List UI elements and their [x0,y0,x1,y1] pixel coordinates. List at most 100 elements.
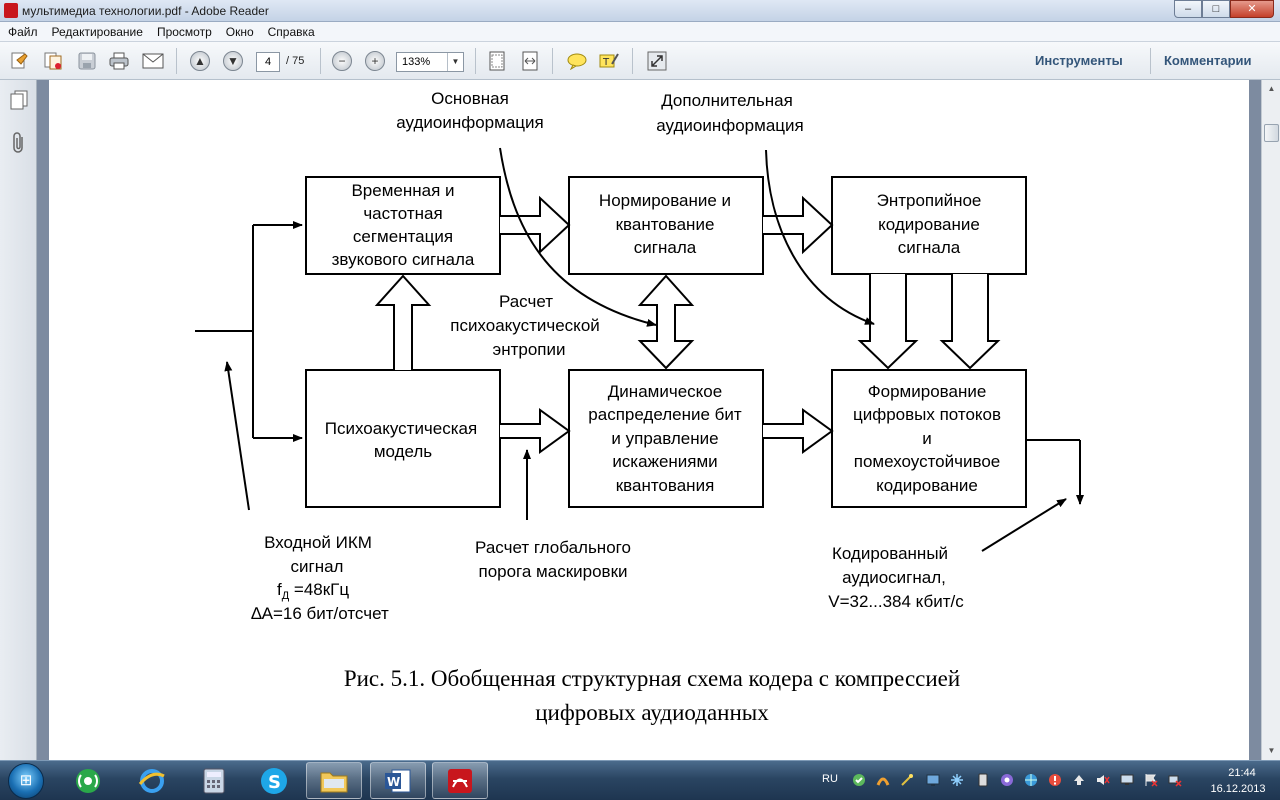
seg-text-3: сегментация [353,227,453,246]
label-extra-audio-2: аудиоинформация [656,116,803,135]
scroll-down-icon[interactable]: ▼ [1267,746,1276,755]
tray-snowflake-icon[interactable] [950,773,964,787]
expand-icon[interactable] [646,50,668,72]
input-label-fd: fД =48кГц [277,580,349,602]
highlight-text-icon[interactable]: T [598,50,620,72]
menu-file[interactable]: Файл [8,25,38,39]
taskbar: ⊞ S W RU 21:44 16.12.2013 [0,760,1280,800]
pdf-page: Основная аудиоинформация Дополнительная … [49,80,1249,760]
vertical-scrollbar[interactable]: ▲ ▼ [1261,80,1280,760]
tray-globe-icon[interactable] [1024,773,1038,787]
minus-icon: − [332,51,352,71]
tray-wand-icon[interactable] [900,773,914,787]
print-icon[interactable] [108,50,130,72]
fit-width-icon[interactable] [519,50,541,72]
output-label-3: V=32...384 кбит/с [828,592,964,611]
tray-network-status-icon[interactable] [1168,773,1182,787]
tray-check-icon[interactable] [852,773,866,787]
chevron-down-icon[interactable]: ▼ [447,53,463,71]
arrow-psy-to-alloc [500,408,571,454]
tools-pane-link[interactable]: Инструменты [1035,53,1123,68]
arrow-entropy-to-forming-2 [939,274,1001,370]
tray-browser-icon[interactable] [1000,773,1014,787]
forming-text-5: кодирование [876,476,978,495]
tray-upload-icon[interactable] [1072,773,1086,787]
tray-app-icon[interactable] [876,773,890,787]
clock-time[interactable]: 21:44 [1228,767,1256,779]
menu-bar: Файл Редактирование Просмотр Окно Справка [0,22,1280,42]
arrow-entropy-to-forming-1 [857,274,919,370]
mid-label-1: Расчет [499,292,553,311]
clock-date[interactable]: 16.12.2013 [1210,783,1266,795]
hollow-arrows [374,195,1001,454]
forming-text-2: цифровых потоков [853,405,1001,424]
psy-text-2: модель [374,442,432,461]
norm-text-1: Нормирование и [599,191,731,210]
start-button[interactable]: ⊞ [8,763,44,799]
navigation-panel [0,80,37,760]
menu-view[interactable]: Просмотр [156,25,212,39]
output-label-2: аудиосигнал, [842,568,946,587]
combine-files-icon[interactable] [42,50,64,72]
arrow-down-icon: ▼ [223,51,243,71]
zoom-out-button[interactable]: − [331,50,353,72]
output-label-1: Кодированный [832,544,948,563]
previous-page-button[interactable]: ▲ [189,50,211,72]
comments-pane-link[interactable]: Комментарии [1164,53,1252,68]
toolbar-separator [552,48,553,74]
alloc-text-5: квантования [616,476,715,495]
taskbar-adobe-reader-icon[interactable] [432,762,488,799]
fit-page-icon[interactable] [486,50,508,72]
fd-subscript: Д [282,590,290,602]
seg-text-1: Временная и [351,181,454,200]
sticky-note-icon[interactable] [566,50,588,72]
save-icon[interactable] [76,50,98,72]
tray-device-icon[interactable] [976,773,990,787]
entropy-text-3: сигнала [898,238,961,257]
window-controls: – □ ✕ [1174,0,1274,18]
page-thumbnails-icon[interactable] [8,90,30,114]
norm-text-2: квантование [616,215,715,234]
zoom-in-button[interactable]: + [364,50,386,72]
forming-text-1: Формирование [868,382,987,401]
taskbar-explorer-icon[interactable] [306,762,362,799]
close-button[interactable]: ✕ [1230,0,1274,18]
zoom-value: 133% [402,56,431,68]
threshold-label-2: порога маскировки [478,562,627,581]
next-page-button[interactable]: ▼ [222,50,244,72]
tray-network-icon[interactable] [926,773,940,787]
alloc-text-4: искажениями [612,452,717,471]
fd-value: =48кГц [289,580,349,599]
page-number-input[interactable]: 4 [256,52,280,72]
minimize-button[interactable]: – [1174,0,1202,18]
create-pdf-icon[interactable] [8,50,30,72]
toolbar-separator [176,48,177,74]
fd-symbol: f [277,580,282,599]
scroll-thumb[interactable] [1264,124,1279,142]
attachments-icon[interactable] [8,132,30,156]
toolbar: ▲ ▼ 4 / 75 − + 133% ▼ T Инструменты Комм… [0,42,1280,80]
maximize-button[interactable]: □ [1202,0,1230,18]
taskbar-network-app-icon[interactable] [60,762,116,799]
mid-label-3: энтропии [493,340,566,359]
document-viewport[interactable]: Основная аудиоинформация Дополнительная … [37,80,1261,760]
arrow-bidirectional-norm-alloc [637,274,695,370]
tray-monitor-icon[interactable] [1120,773,1134,787]
arrow-alloc-to-forming [763,408,834,454]
taskbar-word-icon[interactable]: W [370,762,426,799]
taskbar-internet-explorer-icon[interactable] [124,762,180,799]
box-bit-allocation [568,369,764,508]
taskbar-skype-icon[interactable]: S [246,762,302,799]
email-icon[interactable] [142,50,164,72]
menu-window[interactable]: Окно [225,25,254,39]
scroll-up-icon[interactable]: ▲ [1267,84,1276,93]
tray-language[interactable]: RU [822,773,838,785]
menu-edit[interactable]: Редактирование [51,25,143,39]
tray-flag-icon[interactable] [1144,773,1158,787]
zoom-select[interactable]: 133% ▼ [396,52,464,72]
taskbar-calculator-icon[interactable] [186,762,242,799]
tray-warning-icon[interactable] [1048,773,1062,787]
tray-volume-muted-icon[interactable] [1096,773,1110,787]
figure-caption-1: Рис. 5.1. Обобщенная структурная схема к… [344,666,960,691]
menu-help[interactable]: Справка [267,25,315,39]
